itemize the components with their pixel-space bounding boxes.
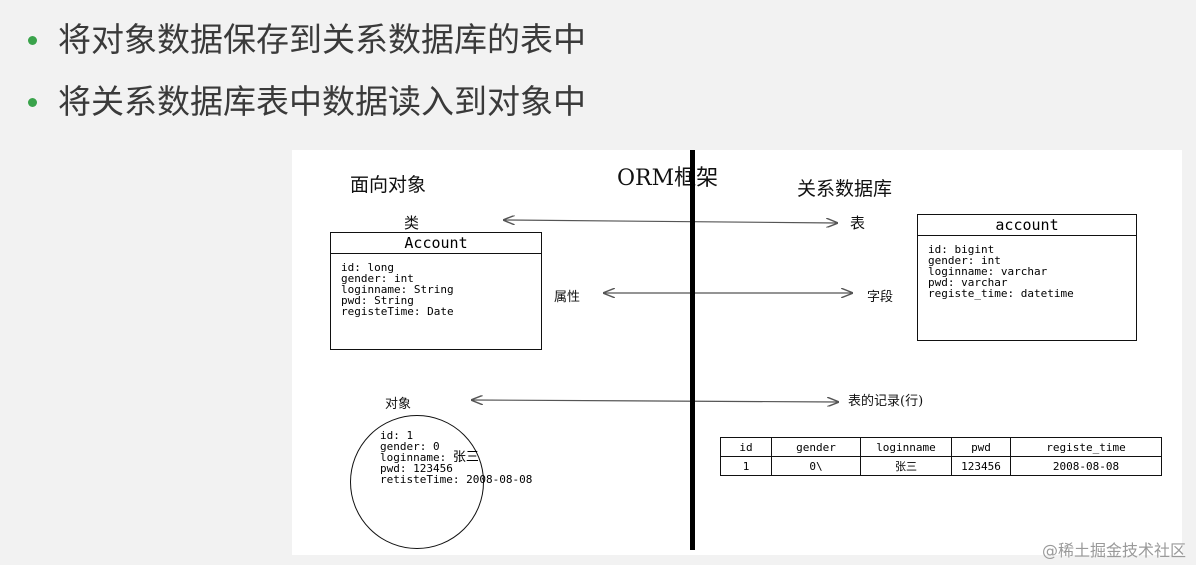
table-field: pwd: varchar: [928, 276, 1008, 289]
table-row: 1 0\ 张三 123456 2008-08-08: [720, 456, 1162, 476]
object-name-value: 张三: [452, 450, 479, 465]
class-table-arrow: [504, 220, 837, 223]
bullet-text: 将关系数据库表中数据读入到对象中: [58, 82, 586, 121]
table-box: account id: bigint gender: int loginname…: [917, 214, 1137, 341]
class-field: registeTime: Date: [341, 305, 454, 318]
orm-title: ORM框架: [617, 166, 719, 191]
row-cell: 123456: [951, 456, 1011, 476]
object-circle: [350, 415, 484, 549]
object-field: pwd: 123456: [380, 462, 453, 475]
object-fields: id: 1 gender: 0 loginname: 张三 pwd: 12345…: [380, 430, 532, 485]
table-field: id: bigint: [928, 243, 995, 256]
object-field: id: 1: [380, 429, 414, 442]
class-field: id: long: [341, 261, 394, 274]
bullet-dot-icon: [28, 98, 37, 107]
divider-line: [690, 150, 695, 550]
oop-title: 面向对象: [350, 174, 427, 196]
table-field: gender: int: [928, 254, 1001, 267]
row-cell: 2008-08-08: [1010, 456, 1162, 476]
row-cell: 张三: [860, 456, 952, 476]
object-field: loginname: 张三: [380, 450, 479, 465]
object-field: retisteTime: 2008-08-08: [380, 473, 533, 486]
object-record-arrow: [472, 400, 838, 402]
object-field: gender: 0: [380, 440, 440, 453]
class-field: loginname: String: [341, 283, 454, 296]
attribute-label: 属性: [554, 290, 581, 305]
table-label: 表: [850, 214, 866, 232]
bullet-list: 将对象数据保存到关系数据库的表中 将关系数据库表中数据读入到对象中: [28, 14, 586, 138]
watermark: @稀土掘金技术社区: [1041, 541, 1186, 560]
table-field: loginname: varchar: [928, 265, 1048, 278]
orm-diagram: 面向对象 ORM框架 关系数据库 类 表 属性 字段 对象 表的记录(行) Ac…: [292, 150, 1182, 555]
row-cell: 0\: [771, 456, 861, 476]
table-field: registe_time: datetime: [928, 287, 1074, 300]
header-cell: id: [720, 437, 772, 457]
bullet-item: 将对象数据保存到关系数据库的表中: [28, 14, 586, 76]
class-name: Account: [331, 233, 541, 254]
table-fields: id: bigint gender: int loginname: varcha…: [918, 236, 1136, 299]
header-cell: gender: [771, 437, 861, 457]
record-header-row: id gender loginname pwd registe_time: [720, 437, 1162, 457]
class-fields: id: long gender: int loginname: String p…: [331, 254, 541, 317]
header-cell: registe_time: [1010, 437, 1162, 457]
arrows: [292, 150, 1182, 555]
class-label: 类: [404, 214, 420, 232]
header-cell: pwd: [951, 437, 1011, 457]
class-field: gender: int: [341, 272, 414, 285]
class-field: pwd: String: [341, 294, 414, 307]
field-label: 字段: [867, 290, 894, 305]
header-cell: loginname: [860, 437, 952, 457]
rdb-title: 关系数据库: [797, 178, 893, 200]
bullet-text: 将对象数据保存到关系数据库的表中: [58, 20, 586, 59]
class-box: Account id: long gender: int loginname: …: [330, 232, 542, 350]
bullet-dot-icon: [28, 36, 37, 45]
record-table: id gender loginname pwd registe_time 1 0…: [720, 437, 1162, 476]
table-name: account: [918, 215, 1136, 236]
object-label: 对象: [385, 397, 412, 412]
bullet-item: 将关系数据库表中数据读入到对象中: [28, 76, 586, 138]
row-cell: 1: [720, 456, 772, 476]
record-label: 表的记录(行): [848, 394, 924, 409]
